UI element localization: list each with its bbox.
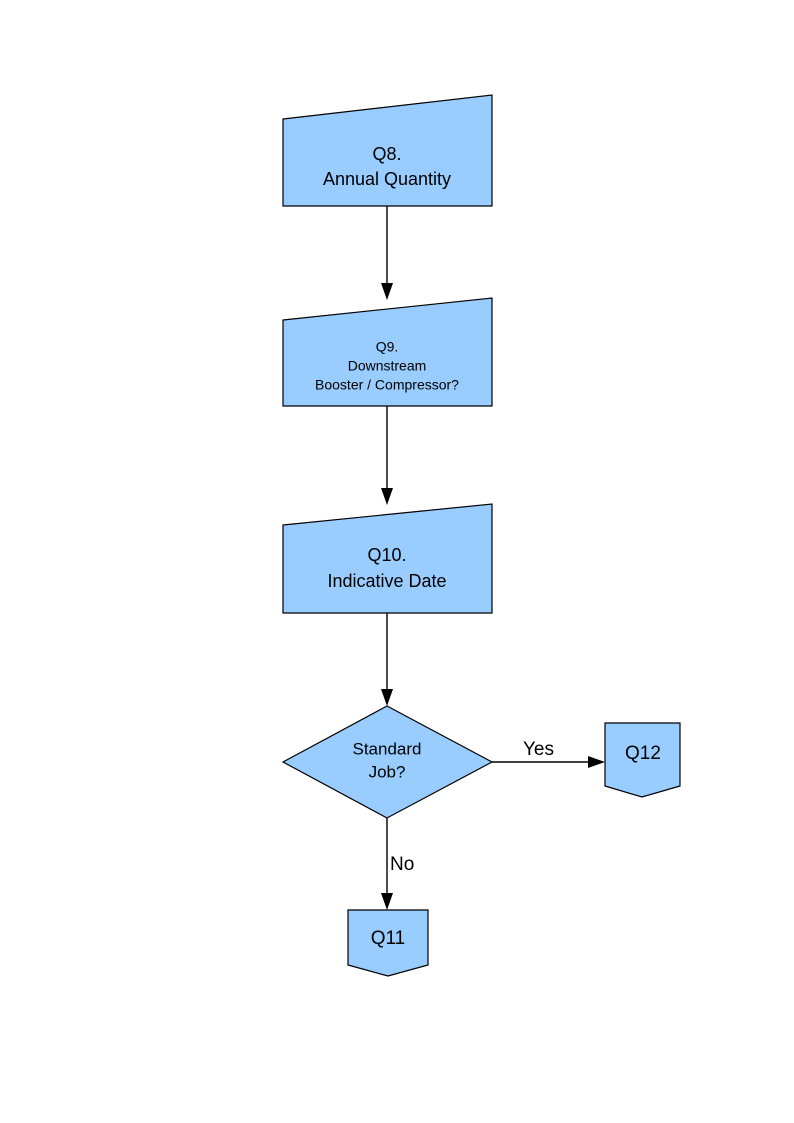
node-q11[interactable]: Q11: [347, 909, 429, 977]
node-q10-line2: Indicative Date: [327, 571, 446, 591]
node-q12-shape[interactable]: [604, 722, 681, 798]
node-decision-standard-job[interactable]: Standard Job?: [281, 705, 494, 819]
node-q9-line1: Q9.: [376, 339, 399, 355]
edge-label-yes: Yes: [523, 739, 554, 760]
node-q10-line1: Q10.: [367, 545, 406, 565]
node-q9-line3: Booster / Compressor?: [315, 377, 459, 393]
edge-decision-to-q11-arrowhead: [381, 893, 393, 910]
node-q11-label: Q11: [371, 928, 406, 949]
edge-q9-to-q10-arrowhead: [381, 488, 393, 505]
node-q12-label: Q12: [625, 743, 661, 764]
node-decision-line2: Job?: [369, 762, 406, 781]
node-q9-shape[interactable]: [282, 297, 493, 407]
node-q10-shape[interactable]: [282, 503, 493, 614]
node-q8[interactable]: Q8. Annual Quantity: [282, 94, 493, 207]
edge-decision-to-q12: Yes: [492, 739, 605, 768]
node-q9-line2: Downstream: [348, 358, 427, 374]
node-q8-line2: Annual Quantity: [323, 169, 451, 189]
node-decision-line1: Standard: [353, 739, 422, 758]
edge-decision-to-q11: No: [381, 818, 414, 910]
edge-q9-to-q10: [381, 406, 393, 505]
node-q8-shape[interactable]: [282, 94, 493, 207]
edge-q8-to-q9-arrowhead: [381, 283, 393, 300]
node-q12[interactable]: Q12: [604, 722, 681, 798]
node-q9[interactable]: Q9. Downstream Booster / Compressor?: [282, 297, 493, 407]
edge-q8-to-q9: [381, 206, 393, 300]
edge-label-no: No: [390, 854, 414, 875]
edge-decision-to-q12-arrowhead: [588, 756, 605, 768]
edge-q10-to-decision-arrowhead: [381, 689, 393, 706]
node-q8-line1: Q8.: [372, 144, 401, 164]
node-q10[interactable]: Q10. Indicative Date: [282, 503, 493, 614]
edge-q10-to-decision: [381, 613, 393, 706]
node-q11-shape[interactable]: [347, 909, 429, 977]
